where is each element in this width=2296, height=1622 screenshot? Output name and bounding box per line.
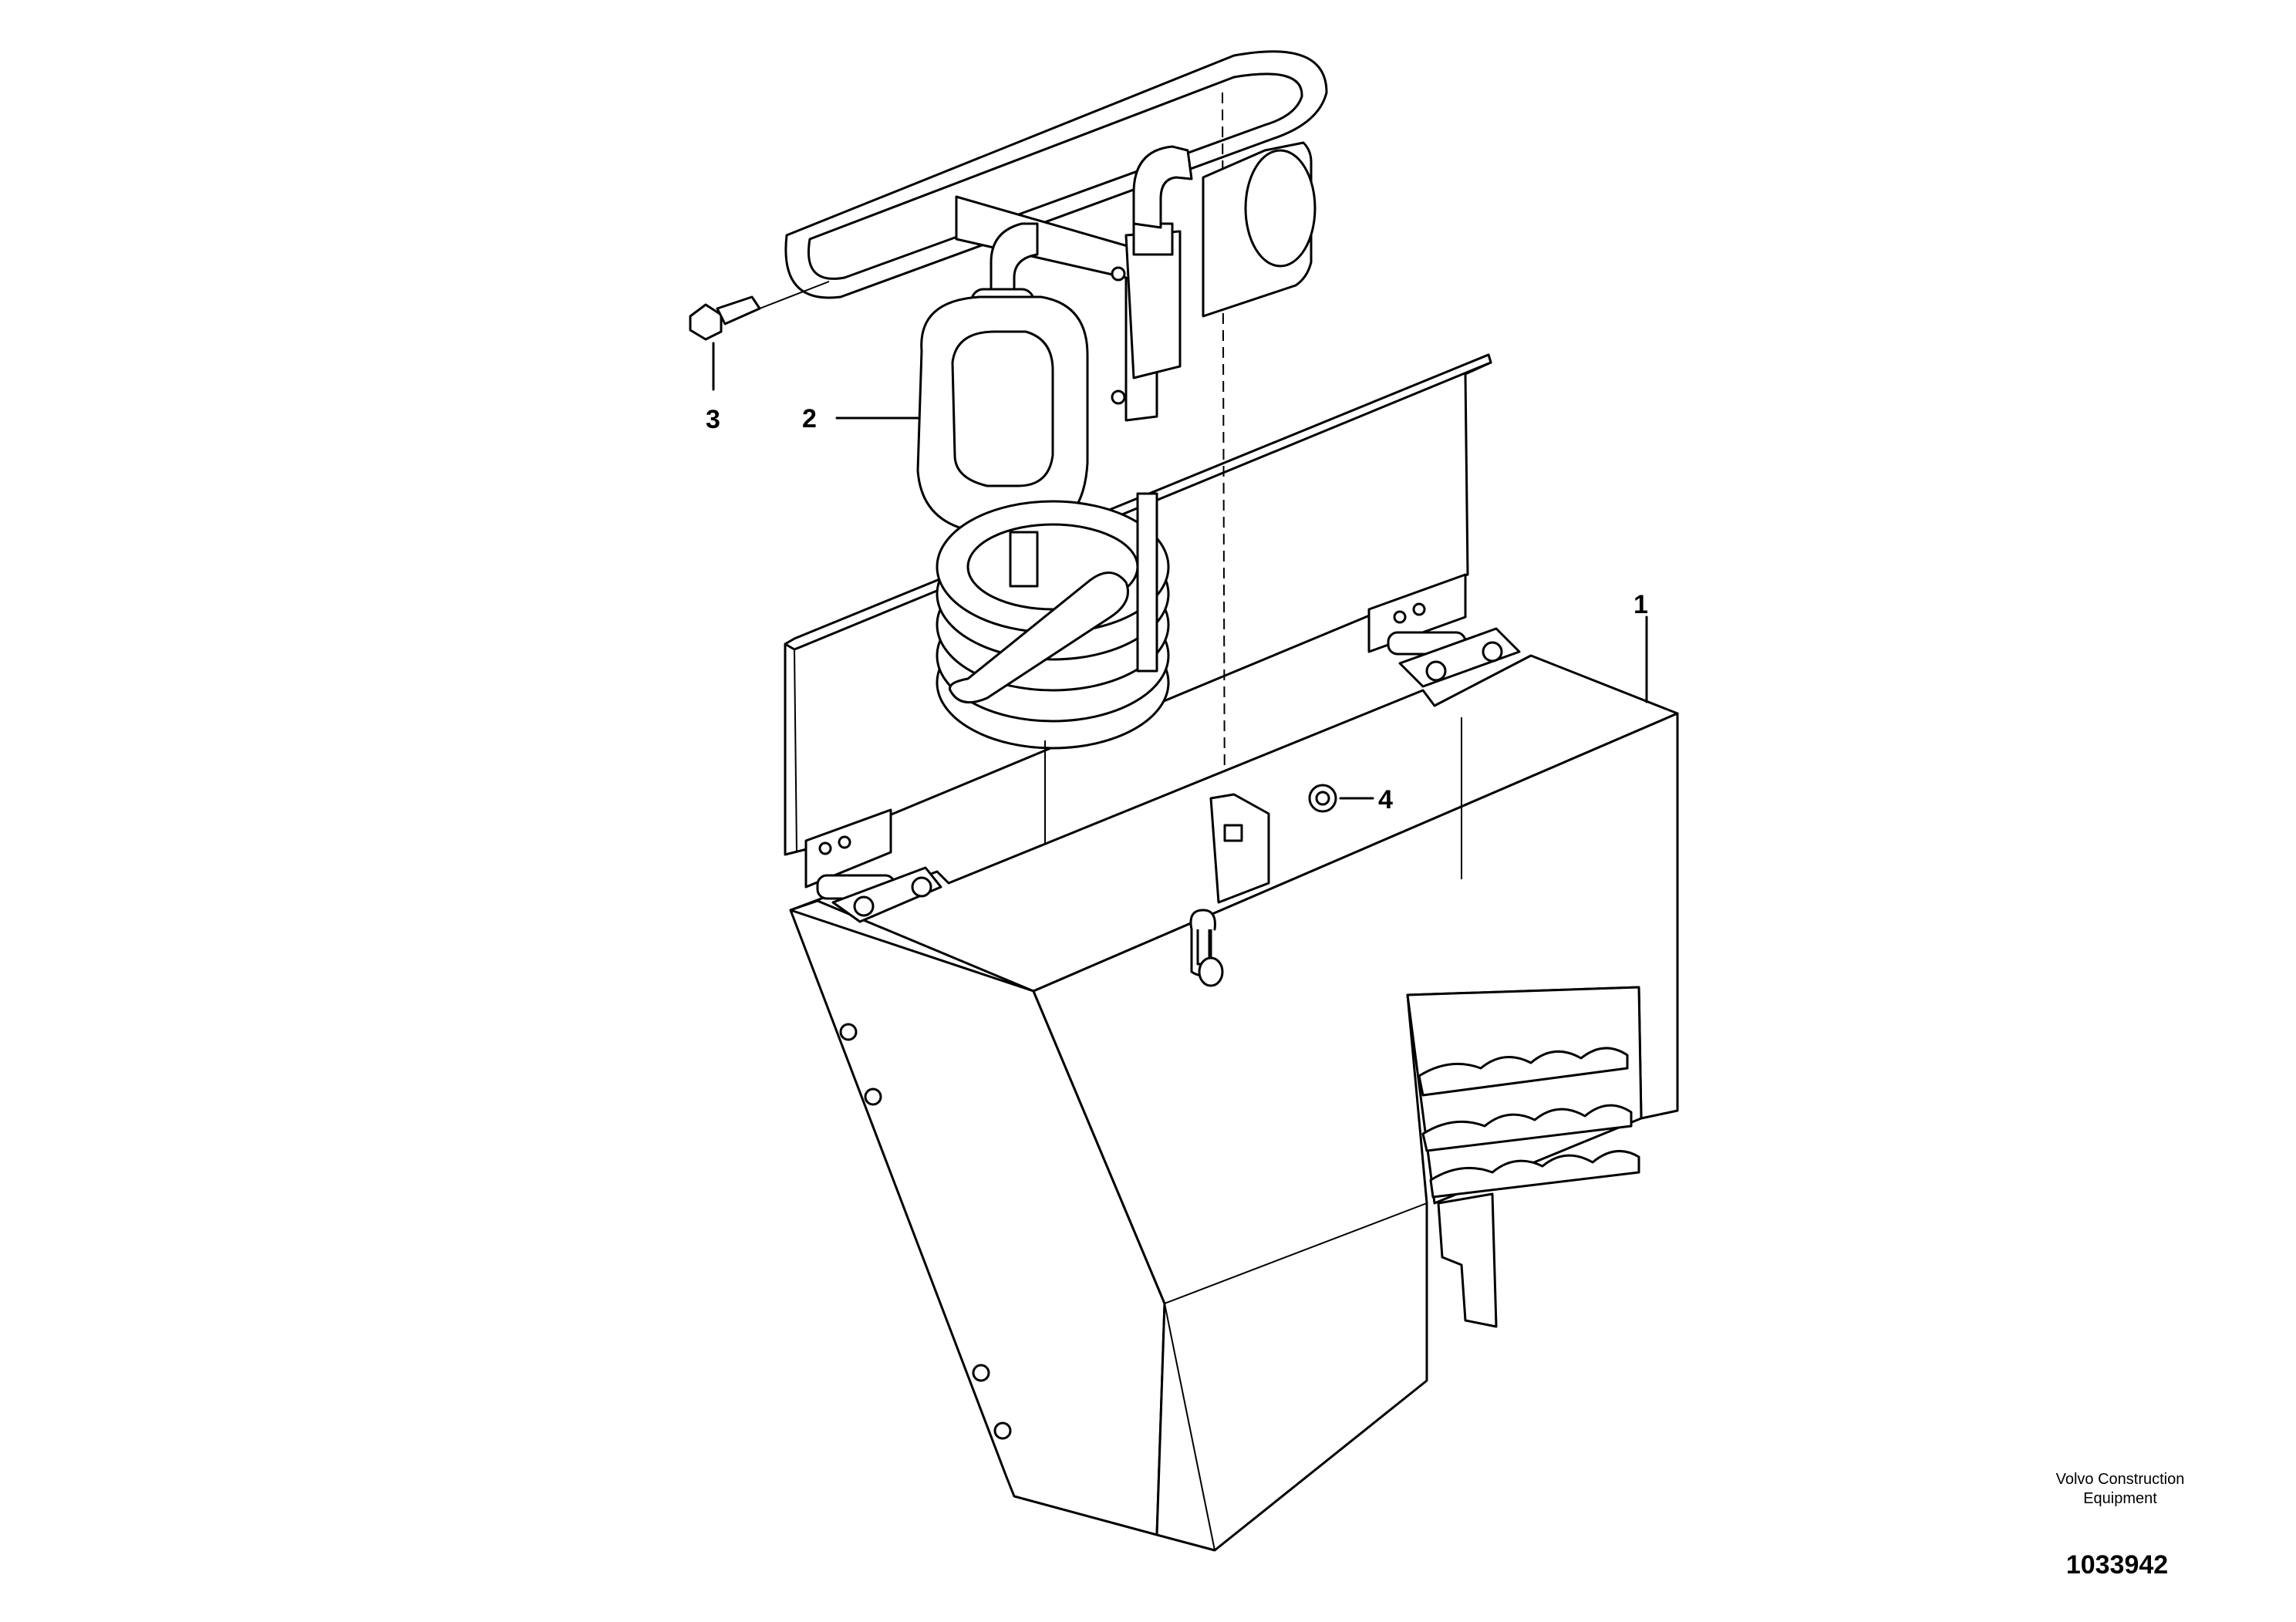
hinge-right — [1367, 573, 1521, 688]
callout-3: 3 — [706, 405, 720, 434]
grommet — [1308, 784, 1337, 813]
pipe-bend — [1132, 145, 1193, 229]
callout-4: 4 — [1378, 785, 1393, 814]
receiver-cylinder — [1202, 141, 1317, 318]
inner-bracket — [1209, 793, 1270, 904]
manufacturer-label: Volvo Construction Equipment — [2028, 1470, 2213, 1509]
screw — [689, 281, 830, 341]
figure-number: 1033942 — [2065, 1550, 2169, 1580]
callout-2: 2 — [802, 404, 817, 433]
hinge-left — [804, 808, 942, 923]
evaporator-coil — [916, 222, 1170, 980]
mounting-bracket — [955, 195, 1182, 422]
callout-1: 1 — [1633, 590, 1648, 619]
manufacturer-line-1: Volvo Construction — [2055, 1471, 2185, 1488]
manufacturer-line-2: Equipment — [2083, 1490, 2157, 1507]
